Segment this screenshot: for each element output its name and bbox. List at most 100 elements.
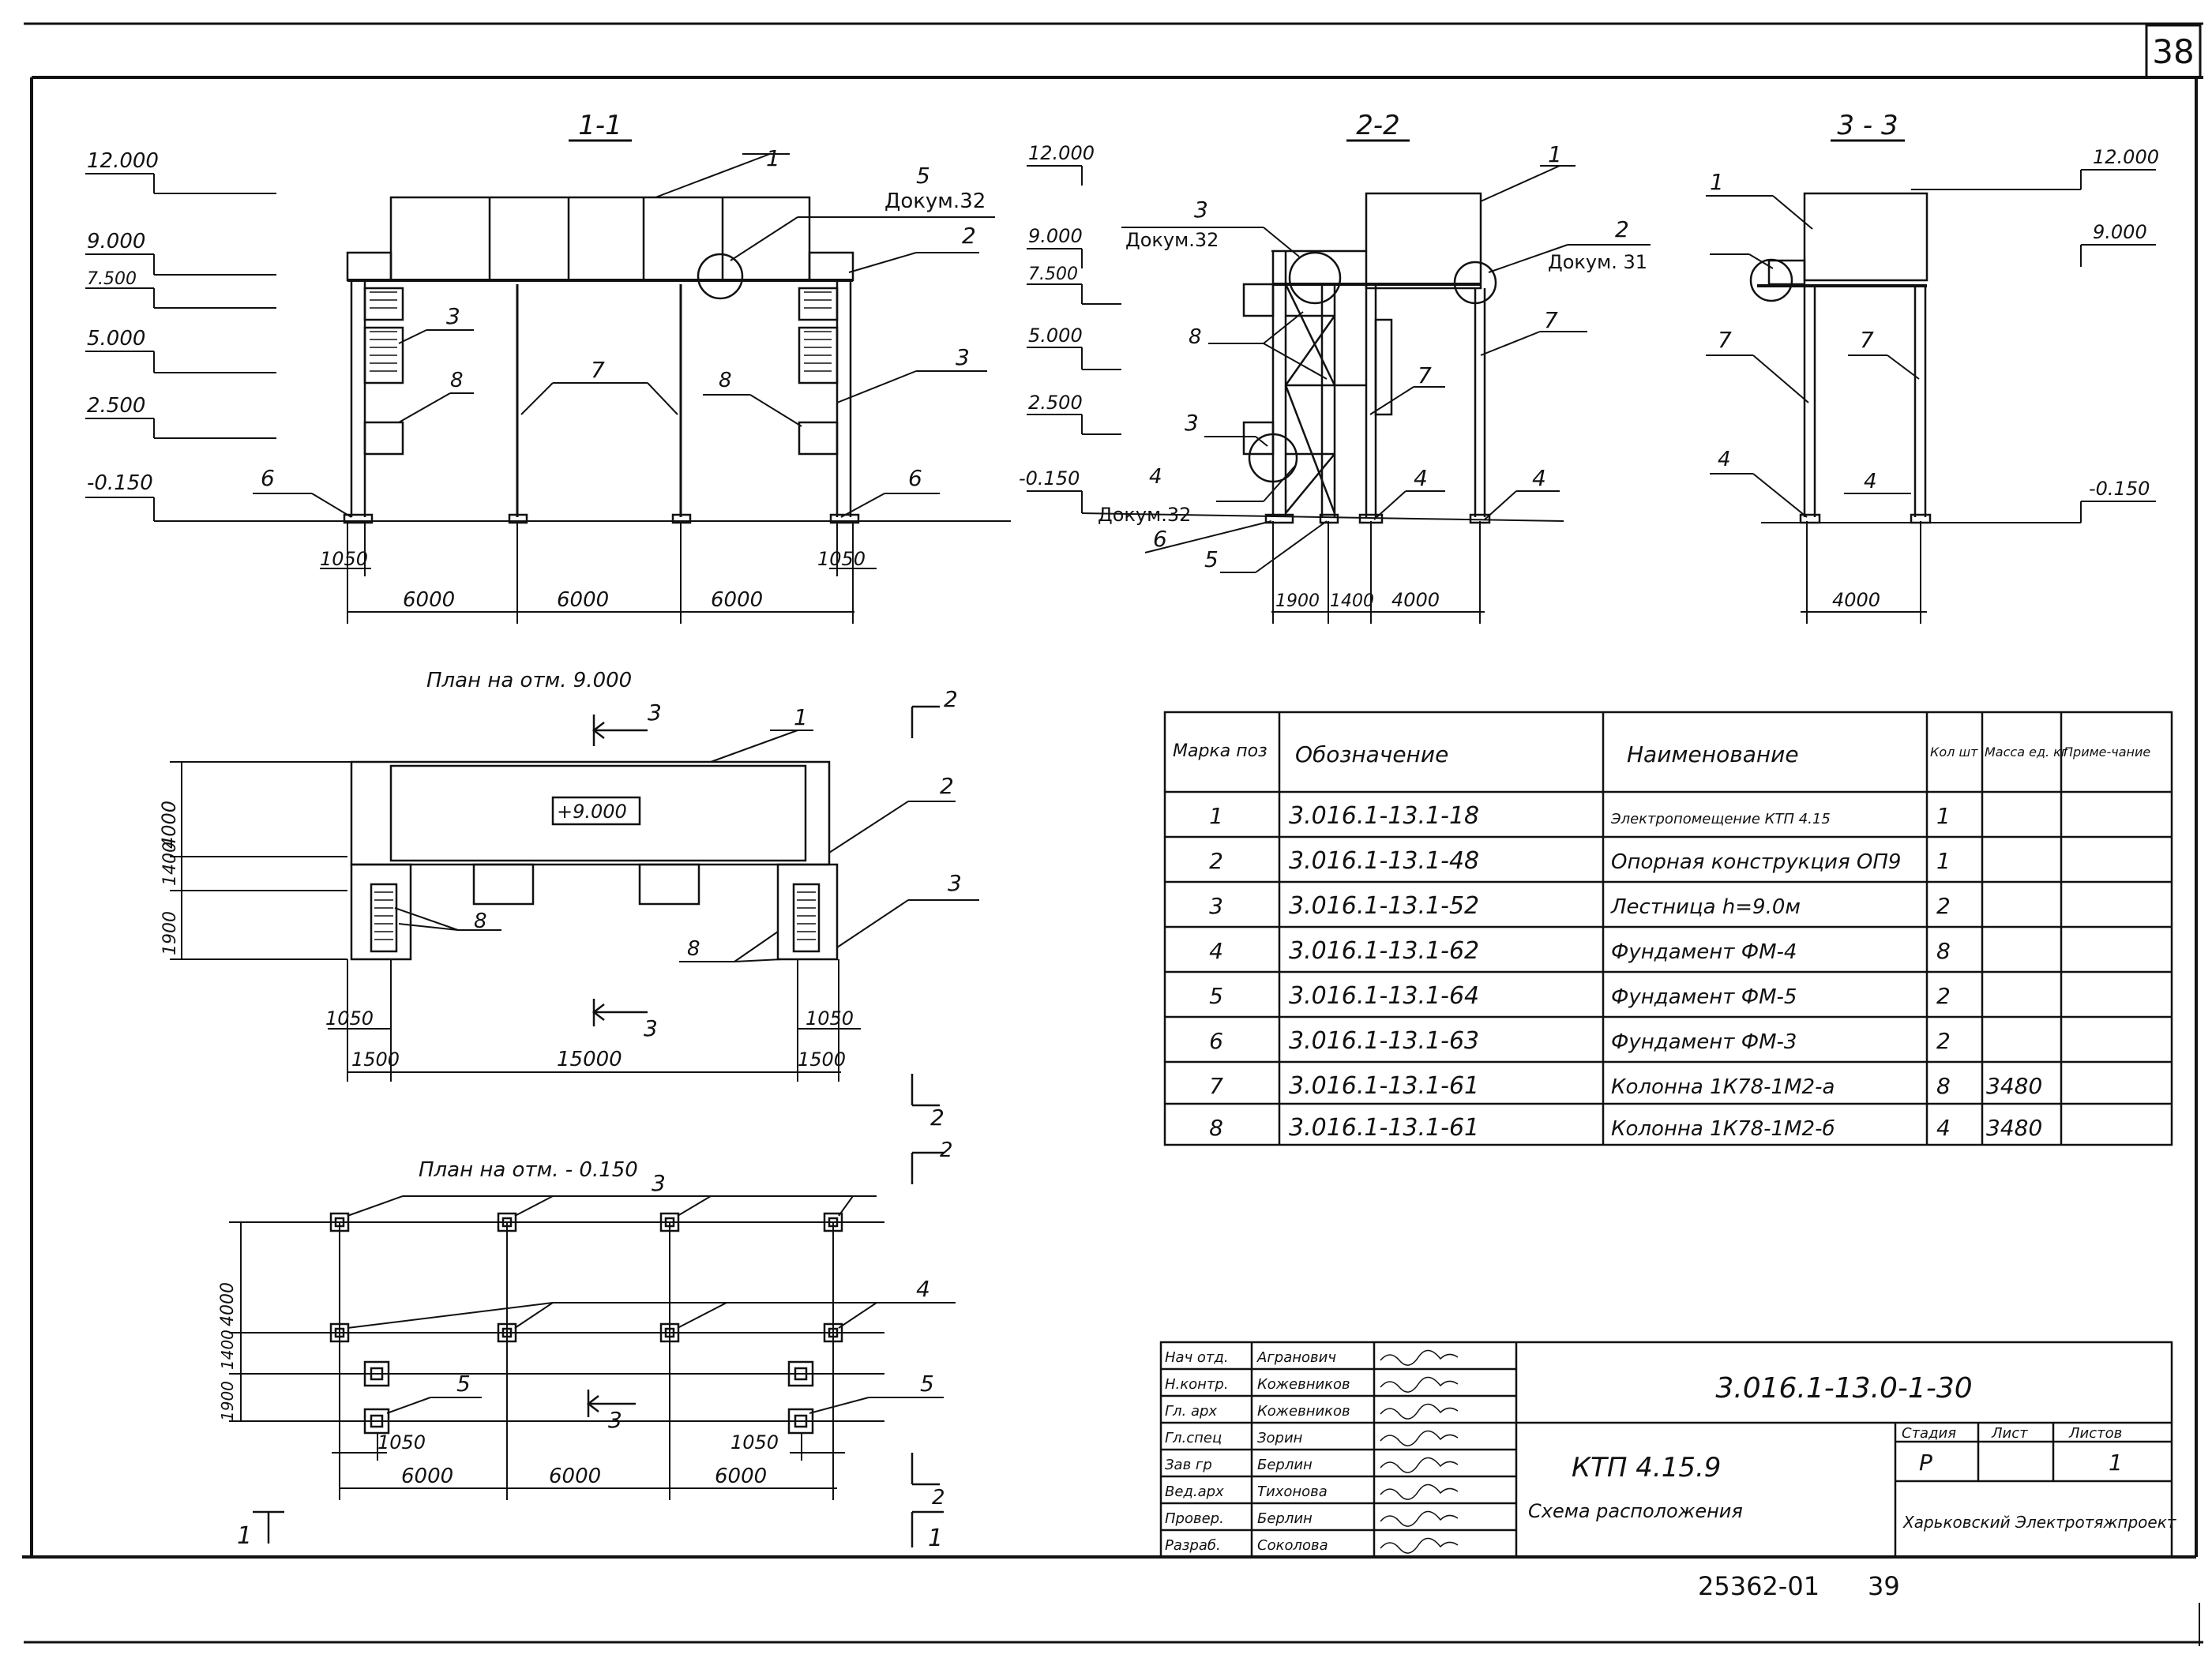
section-mark-label: 1 [237, 1522, 252, 1550]
table-cell: 8 [1209, 1115, 1223, 1141]
table-cell: Фундамент ФМ-5 [1611, 985, 1797, 1009]
callout: 1 [794, 704, 808, 730]
spec-table: Марка поз Обозначение Наименование Кол ш… [1163, 711, 2173, 1146]
dimension: 1050 [806, 1007, 854, 1030]
callout: 8 [687, 937, 700, 961]
foundations [329, 1212, 843, 1435]
table-cell: Лестница h=9.0м [1610, 895, 1801, 919]
person-name: Зорин [1257, 1430, 1303, 1446]
table-cell: Электропомещение КТП 4.15 [1610, 811, 1831, 827]
dimension: 4000 [158, 801, 180, 849]
document-code: 3.016.1-13.0-1-30 [1715, 1372, 1972, 1405]
role-label: Гл.спец [1165, 1430, 1222, 1446]
cut-label: 2 [932, 1486, 945, 1510]
document-ref: Докум.32 [1125, 229, 1219, 251]
callout: 4 [1149, 465, 1162, 489]
stage-value: Р [1919, 1450, 1932, 1476]
product-name: КТП 4.15.9 [1572, 1452, 1721, 1484]
leaders-2-2 [1121, 165, 1651, 573]
callout: 1 [1548, 141, 1562, 167]
dimension: 4000 [1832, 589, 1880, 611]
table-cell: 3.016.1-13.1-61 [1289, 1114, 1479, 1142]
signature [1380, 1430, 1459, 1446]
role-label: Гл. арх [1165, 1403, 1217, 1420]
role-label: Разраб. [1165, 1537, 1221, 1554]
level-label: -0.150 [1019, 467, 1080, 490]
dimension: 6000 [403, 588, 455, 612]
section-3-3: 3 - 3 12.000 9.000 -0.150 1 7 [1706, 110, 2159, 624]
callout: 5 [1204, 546, 1219, 572]
role-label: Провер. [1165, 1510, 1224, 1527]
cut-marks-bottom [586, 1151, 944, 1486]
table-cell: 6 [1209, 1028, 1223, 1054]
callout: 3 [1185, 410, 1199, 436]
table-cell: 3480 [1986, 1115, 2042, 1141]
sheet-frame [22, 22, 2203, 1646]
level-label: 2.500 [87, 394, 145, 418]
structure-2-2 [1242, 192, 1497, 524]
signature [1380, 1510, 1459, 1527]
callout: 2 [1615, 216, 1629, 242]
dimension: 1500 [351, 1048, 400, 1071]
callout: 7 [1860, 327, 1874, 353]
level-label: 5.000 [87, 327, 145, 351]
plan-bottom-dims [332, 1433, 845, 1489]
callout: 6 [908, 465, 922, 491]
role-label: Нач отд. [1165, 1349, 1229, 1366]
person-name: Кожевников [1257, 1403, 1350, 1420]
cut-label: 2 [930, 1105, 945, 1131]
table-cell: 3.016.1-13.1-48 [1289, 847, 1479, 875]
table-cell: 8 [1936, 938, 1951, 964]
callout: 7 [1718, 327, 1732, 353]
plan-top-dims [170, 761, 861, 1082]
dimension: 4000 [218, 1282, 238, 1326]
dimension: 1050 [817, 548, 866, 570]
document-ref: Докум.32 [1098, 504, 1191, 526]
level-label: 7.500 [87, 269, 137, 289]
inventory-number: 25362-01 [1698, 1571, 1820, 1601]
table-cell: Опорная конструкция ОП9 [1611, 850, 1901, 874]
callout: 3 [956, 344, 970, 370]
table-cell: Фундамент ФМ-4 [1611, 940, 1797, 964]
dimension: 1400 [1330, 591, 1374, 611]
dimension: 15000 [557, 1048, 622, 1071]
callout: 8 [450, 369, 464, 392]
callout: 5 [916, 163, 930, 189]
level-marks [85, 173, 1011, 522]
dim-lines-1-1 [320, 521, 877, 624]
plan-title: План на отм. - 0.150 [419, 1158, 638, 1182]
section-1-1: 1-1 12.000 9.000 7.500 5.000 2.500 -0.15… [85, 110, 1011, 624]
table-cell: 2 [1209, 848, 1223, 874]
level-label: 12.000 [87, 149, 159, 173]
callout: 2 [962, 223, 976, 249]
table-cell: 2 [1936, 983, 1951, 1009]
plan-bottom-grid [229, 1221, 884, 1500]
callout: 3 [948, 870, 962, 896]
role-label: Зав гр [1165, 1457, 1212, 1473]
callout: 2 [940, 773, 954, 799]
person-name: Берлин [1257, 1510, 1313, 1527]
table-cell: 4 [1936, 1115, 1951, 1141]
callout: 7 [1418, 362, 1432, 388]
person-name: Берлин [1257, 1457, 1313, 1473]
table-cell: 8 [1936, 1073, 1951, 1099]
callout: 1 [1710, 169, 1724, 195]
plan-top-structure [350, 760, 839, 961]
cut-label: 2 [944, 686, 958, 712]
plan-top: План на отм. 9.000 +9.000 1 2 3 8 8 [158, 669, 979, 1131]
sheet-header: Лист [1991, 1425, 2028, 1442]
dimension: 1900 [1275, 591, 1320, 611]
plan-bottom: План на отм. - 0.150 [218, 1138, 956, 1552]
structure-3-3 [1749, 192, 1932, 524]
level-label: 9.000 [87, 230, 145, 253]
cut-label: 3 [648, 700, 662, 726]
stage-header: Стадия [1902, 1425, 1956, 1442]
callout: 4 [1864, 470, 1877, 493]
role-label: Н.контр. [1165, 1376, 1229, 1393]
table-header: Наименование [1627, 741, 1799, 767]
level-label: 12.000 [1028, 142, 1095, 164]
cut-label: 3 [644, 1015, 658, 1041]
dimension: 6000 [549, 1465, 601, 1488]
